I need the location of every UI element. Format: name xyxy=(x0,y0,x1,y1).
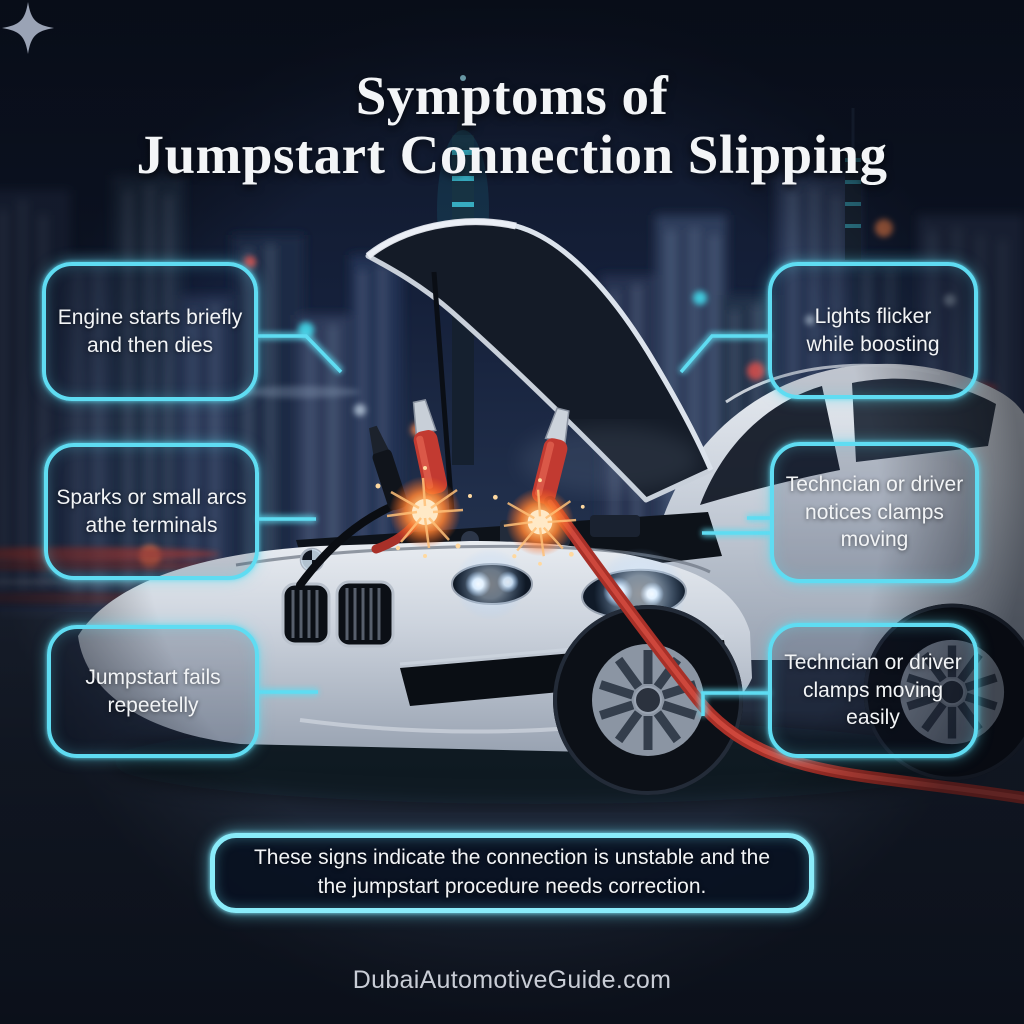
callout-sparks-at-terminals: Sparks or small arcs athe terminals xyxy=(44,443,259,580)
callout-driver-notices-clamps: Techncian or driver notices clamps movin… xyxy=(770,442,979,583)
callout-text: Engine starts briefly and then dies xyxy=(57,305,243,357)
summary-text: These signs indicate the connection is u… xyxy=(253,846,770,898)
sparkle-icon xyxy=(2,2,54,54)
callout-engine-starts-briefly: Engine starts briefly and then dies xyxy=(42,262,258,401)
callout-text: Lights flicker while boosting xyxy=(806,304,940,356)
callout-text: Techncian or driver notices clamps movin… xyxy=(785,472,964,552)
footer-site-url: DubaiAutomotiveGuide.com xyxy=(352,966,672,994)
title-line-2: Jumpstart Connection Slipping xyxy=(136,123,888,185)
callout-text: Techncian or driver clamps moving easily xyxy=(784,650,962,730)
title-line-1: Symptoms of xyxy=(355,64,669,126)
callout-lights-flicker: Lights flicker while boosting xyxy=(768,262,978,399)
callout-text: Sparks or small arcs athe terminals xyxy=(56,485,247,537)
callout-text: Jumpstart fails repeetelly xyxy=(85,665,221,717)
callout-jumpstart-fails: Jumpstart fails repeetelly xyxy=(47,625,259,758)
callout-clamps-moving-easily: Techncian or driver clamps moving easily xyxy=(768,623,978,758)
summary-box: These signs indicate the connection is u… xyxy=(210,833,814,913)
page-title: Symptoms of Jumpstart Connection Slippin… xyxy=(0,64,1024,185)
